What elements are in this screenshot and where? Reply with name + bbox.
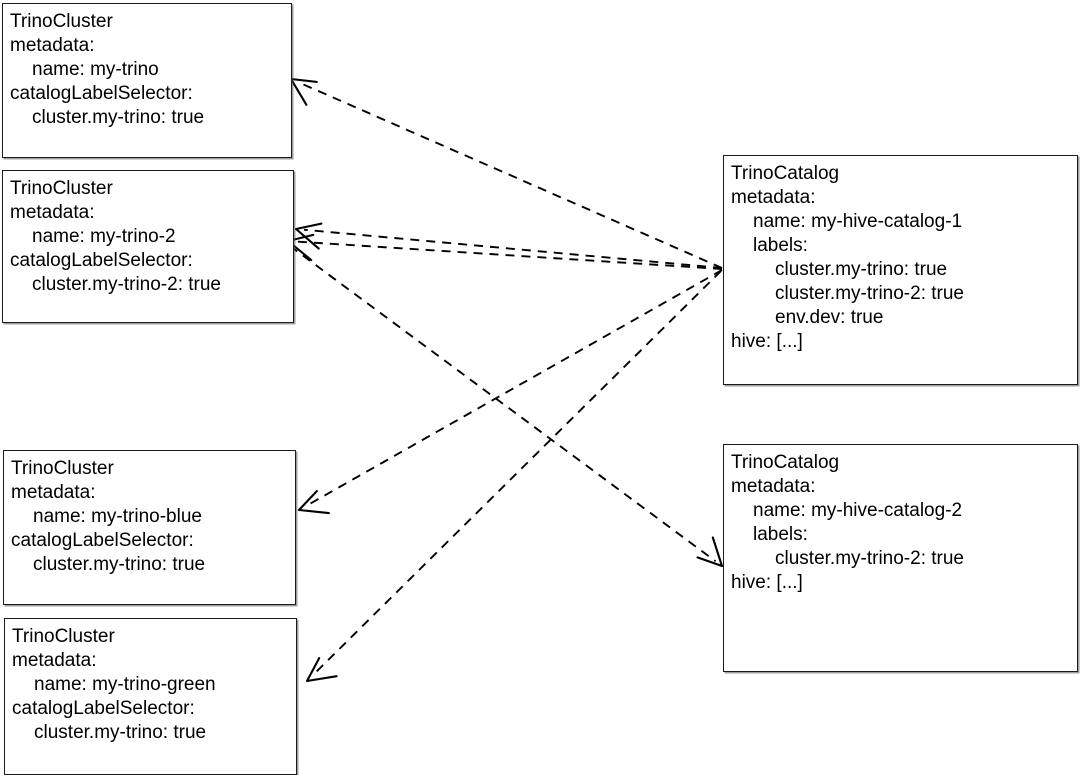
node-body: TrinoCatalog metadata: name: my-hive-catal…	[724, 156, 1077, 360]
edge-catalog1-to-my-trino-green	[305, 270, 722, 683]
node-spec-line: cluster.my-trino-2: true	[775, 548, 964, 569]
node-cluster-my-trino-blue[interactable]: TrinoCluster metadata: name: my-trino-blue…	[3, 450, 296, 605]
node-spec-line: name: my-trino	[32, 59, 159, 80]
node-spec-line: name: my-hive-catalog-1	[753, 211, 963, 232]
node-kind-label: TrinoCluster	[12, 626, 115, 647]
node-spec-line: labels:	[753, 524, 808, 545]
node-spec-line: hive: [...]	[731, 331, 803, 352]
node-spec-line: catalogLabelSelector:	[12, 698, 195, 719]
edge-catalog1-to-my-trino	[289, 77, 723, 269]
node-spec-line: cluster.my-trino: true	[775, 259, 948, 280]
node-spec-line: catalogLabelSelector:	[10, 83, 193, 104]
node-spec-line: cluster.my-trino-2: true	[775, 283, 964, 304]
node-spec-line: name: my-trino-green	[34, 674, 216, 695]
node-spec-line: cluster.my-trino-2: true	[32, 274, 221, 295]
node-kind-label: TrinoCatalog	[731, 452, 840, 473]
node-kind-label: TrinoCluster	[10, 11, 113, 32]
node-spec-line: catalogLabelSelector:	[10, 250, 193, 271]
node-spec-line: cluster.my-trino: true	[34, 722, 207, 743]
node-cluster-my-trino-green[interactable]: TrinoCluster metadata: name: my-trino-gree…	[4, 618, 297, 775]
node-body: TrinoCluster metadata: name: my-trino catal…	[3, 4, 291, 136]
node-spec-line: cluster.my-trino: true	[33, 554, 206, 575]
node-spec-line: labels:	[753, 235, 808, 256]
edge-catalog1-to-my-trino-2-a	[294, 222, 723, 269]
node-spec-line: metadata:	[10, 35, 95, 56]
node-spec-line: metadata:	[11, 482, 96, 503]
edge-catalog1-to-my-trino-blue	[297, 269, 723, 515]
node-spec-line: metadata:	[731, 187, 816, 208]
node-catalog-my-hive-catalog-1[interactable]: TrinoCatalog metadata: name: my-hive-catal…	[723, 155, 1078, 385]
node-spec-line: name: my-trino-blue	[33, 506, 202, 527]
node-spec-line: name: my-trino-2	[32, 226, 176, 247]
node-spec-line: metadata:	[12, 650, 97, 671]
node-cluster-my-trino[interactable]: TrinoCluster metadata: name: my-trino catal…	[2, 3, 292, 158]
node-spec-line: cluster.my-trino: true	[32, 107, 205, 128]
node-spec-line: name: my-hive-catalog-2	[753, 500, 963, 521]
node-body: TrinoCluster metadata: name: my-trino-blue…	[4, 451, 295, 583]
node-body: TrinoCluster metadata: name: my-trino-2 cat…	[3, 171, 293, 303]
node-catalog-my-hive-catalog-2[interactable]: TrinoCatalog metadata: name: my-hive-catal…	[723, 444, 1078, 672]
node-kind-label: TrinoCatalog	[731, 163, 840, 184]
node-kind-label: TrinoCluster	[11, 458, 114, 479]
edge-catalog1-to-my-trino-2-b	[286, 233, 723, 270]
edge-my-trino-2-to-catalog2	[289, 245, 724, 568]
node-cluster-my-trino-2[interactable]: TrinoCluster metadata: name: my-trino-2 cat…	[2, 170, 294, 323]
node-body: TrinoCatalog metadata: name: my-hive-catal…	[724, 445, 1077, 601]
node-spec-line: catalogLabelSelector:	[11, 530, 194, 551]
node-kind-label: TrinoCluster	[10, 178, 113, 199]
node-spec-line: metadata:	[731, 476, 816, 497]
node-body: TrinoCluster metadata: name: my-trino-gree…	[5, 619, 296, 751]
node-spec-line: env.dev: true	[775, 307, 884, 328]
node-spec-line: metadata:	[10, 202, 95, 223]
node-spec-line: hive: [...]	[731, 572, 803, 593]
